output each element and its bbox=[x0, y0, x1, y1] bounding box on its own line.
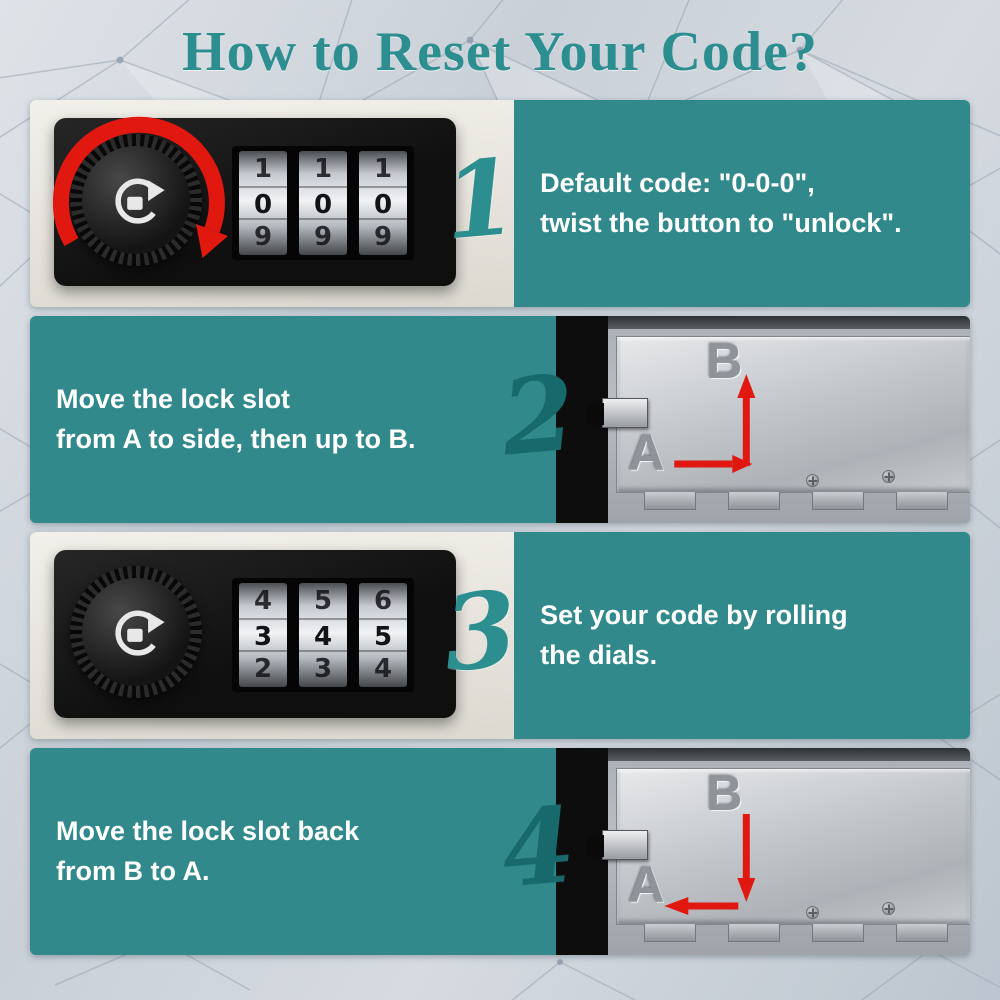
step-4-photo-lock-back: B A bbox=[556, 748, 970, 955]
step-2-instructions: Move the lock slot from A to side, then … bbox=[30, 380, 423, 458]
step-3-row: 4 3 2 5 4 3 6 5 4 bbox=[30, 532, 970, 739]
step-4-row: Move the lock slot back from B to A. B A bbox=[30, 748, 970, 955]
dial-wheel-1: 4 3 2 bbox=[239, 583, 287, 687]
plate-tab bbox=[728, 924, 781, 942]
dial-assembly: 4 3 2 5 4 3 6 5 4 bbox=[232, 578, 414, 692]
step-1-text-panel: Default code: "0-0-0", twist the button … bbox=[514, 100, 970, 307]
position-a-label: A bbox=[628, 425, 665, 481]
step-1-photo-lock-front: 1 0 9 1 0 9 1 0 9 bbox=[30, 100, 515, 307]
step-4-number: 4 bbox=[496, 782, 580, 911]
dial-digit: 4 bbox=[373, 654, 393, 684]
step-3-line-2: the dials. bbox=[540, 639, 658, 670]
screw-icon bbox=[882, 470, 896, 483]
lock-knob-core bbox=[82, 578, 190, 686]
dial-digit: 4 bbox=[299, 618, 347, 652]
dial-digit: 9 bbox=[253, 222, 273, 252]
dial-digit: 9 bbox=[373, 222, 393, 252]
dial-digit: 1 bbox=[253, 154, 273, 184]
dial-digit: 6 bbox=[373, 586, 393, 616]
dial-digit: 5 bbox=[313, 586, 333, 616]
dial-digit: 0 bbox=[299, 186, 347, 220]
position-b-label: B bbox=[706, 333, 743, 389]
lock-knob bbox=[70, 134, 202, 266]
lock-slot-latch bbox=[587, 830, 649, 860]
combination-lock-front: 4 3 2 5 4 3 6 5 4 bbox=[54, 550, 456, 718]
step-2-line-2: from A to side, then up to B. bbox=[56, 423, 416, 454]
plate-tab bbox=[896, 492, 949, 510]
step-2-row: Move the lock slot from A to side, then … bbox=[30, 316, 970, 523]
step-4-line-1: Move the lock slot back bbox=[56, 816, 360, 847]
dial-wheel-1: 1 0 9 bbox=[239, 151, 287, 255]
dial-wheel-3: 1 0 9 bbox=[359, 151, 407, 255]
step-4-line-2: from B to A. bbox=[56, 855, 210, 886]
dial-digit: 9 bbox=[313, 222, 333, 252]
combination-lock-front: 1 0 9 1 0 9 1 0 9 bbox=[54, 118, 456, 286]
dial-digit: 3 bbox=[313, 654, 333, 684]
plate-tab bbox=[812, 924, 865, 942]
lock-housing-top bbox=[608, 316, 970, 329]
step-1-instructions: Default code: "0-0-0", twist the button … bbox=[514, 164, 910, 242]
step-3-photo-lock-front: 4 3 2 5 4 3 6 5 4 bbox=[30, 532, 515, 739]
dial-digit: 1 bbox=[313, 154, 333, 184]
dial-digit: 3 bbox=[239, 618, 287, 652]
step-1-line-1: Default code: "0-0-0", bbox=[540, 168, 815, 199]
step-4-instructions: Move the lock slot back from B to A. bbox=[30, 812, 367, 890]
plate-tab bbox=[812, 492, 865, 510]
plate-tab bbox=[644, 492, 697, 510]
unlock-symbol-icon bbox=[115, 610, 165, 656]
plate-tab bbox=[896, 924, 949, 942]
step-2-number: 2 bbox=[496, 350, 580, 479]
dial-digit: 0 bbox=[359, 186, 407, 220]
step-2-line-1: Move the lock slot bbox=[56, 384, 291, 415]
dial-wheel-2: 5 4 3 bbox=[299, 583, 347, 687]
step-1-line-2: twist the button to "unlock". bbox=[540, 207, 902, 238]
lock-slot-latch bbox=[587, 398, 649, 428]
step-3-instructions: Set your code by rolling the dials. bbox=[514, 596, 856, 674]
unlock-symbol-icon bbox=[115, 178, 165, 224]
screw-icon bbox=[806, 906, 820, 919]
dial-wheel-3: 6 5 4 bbox=[359, 583, 407, 687]
position-a-label: A bbox=[628, 857, 665, 913]
steps-list: 1 0 9 1 0 9 1 0 9 bbox=[30, 100, 970, 955]
metal-back-plate bbox=[616, 768, 970, 925]
step-1-row: 1 0 9 1 0 9 1 0 9 bbox=[30, 100, 970, 307]
step-3-number: 3 bbox=[438, 566, 522, 695]
plate-tab bbox=[644, 924, 697, 942]
lock-knob bbox=[70, 566, 202, 698]
step-2-photo-lock-back: B A bbox=[556, 316, 970, 523]
arrow-b-to-a bbox=[664, 814, 756, 915]
screw-icon bbox=[882, 902, 896, 915]
page-title: How to Reset Your Code? bbox=[182, 21, 818, 83]
screw-icon bbox=[806, 474, 820, 487]
step-3-text-panel: Set your code by rolling the dials. bbox=[514, 532, 970, 739]
dial-wheel-2: 1 0 9 bbox=[299, 151, 347, 255]
lock-housing-top bbox=[608, 748, 970, 761]
step-2-text-panel: Move the lock slot from A to side, then … bbox=[30, 316, 556, 523]
dial-digit: 5 bbox=[359, 618, 407, 652]
lock-knob-core bbox=[82, 146, 190, 254]
dial-digit: 2 bbox=[253, 654, 273, 684]
plate-tab bbox=[728, 492, 781, 510]
step-3-line-1: Set your code by rolling bbox=[540, 600, 848, 631]
red-twist-arrow bbox=[52, 116, 228, 258]
dial-digit: 4 bbox=[253, 586, 273, 616]
dial-digit: 1 bbox=[373, 154, 393, 184]
step-1-number: 1 bbox=[438, 134, 522, 263]
arrow-a-to-b bbox=[674, 374, 756, 473]
step-4-text-panel: Move the lock slot back from B to A. bbox=[30, 748, 556, 955]
dial-digit: 0 bbox=[239, 186, 287, 220]
position-b-label: B bbox=[706, 765, 743, 821]
dial-assembly: 1 0 9 1 0 9 1 0 9 bbox=[232, 146, 414, 260]
